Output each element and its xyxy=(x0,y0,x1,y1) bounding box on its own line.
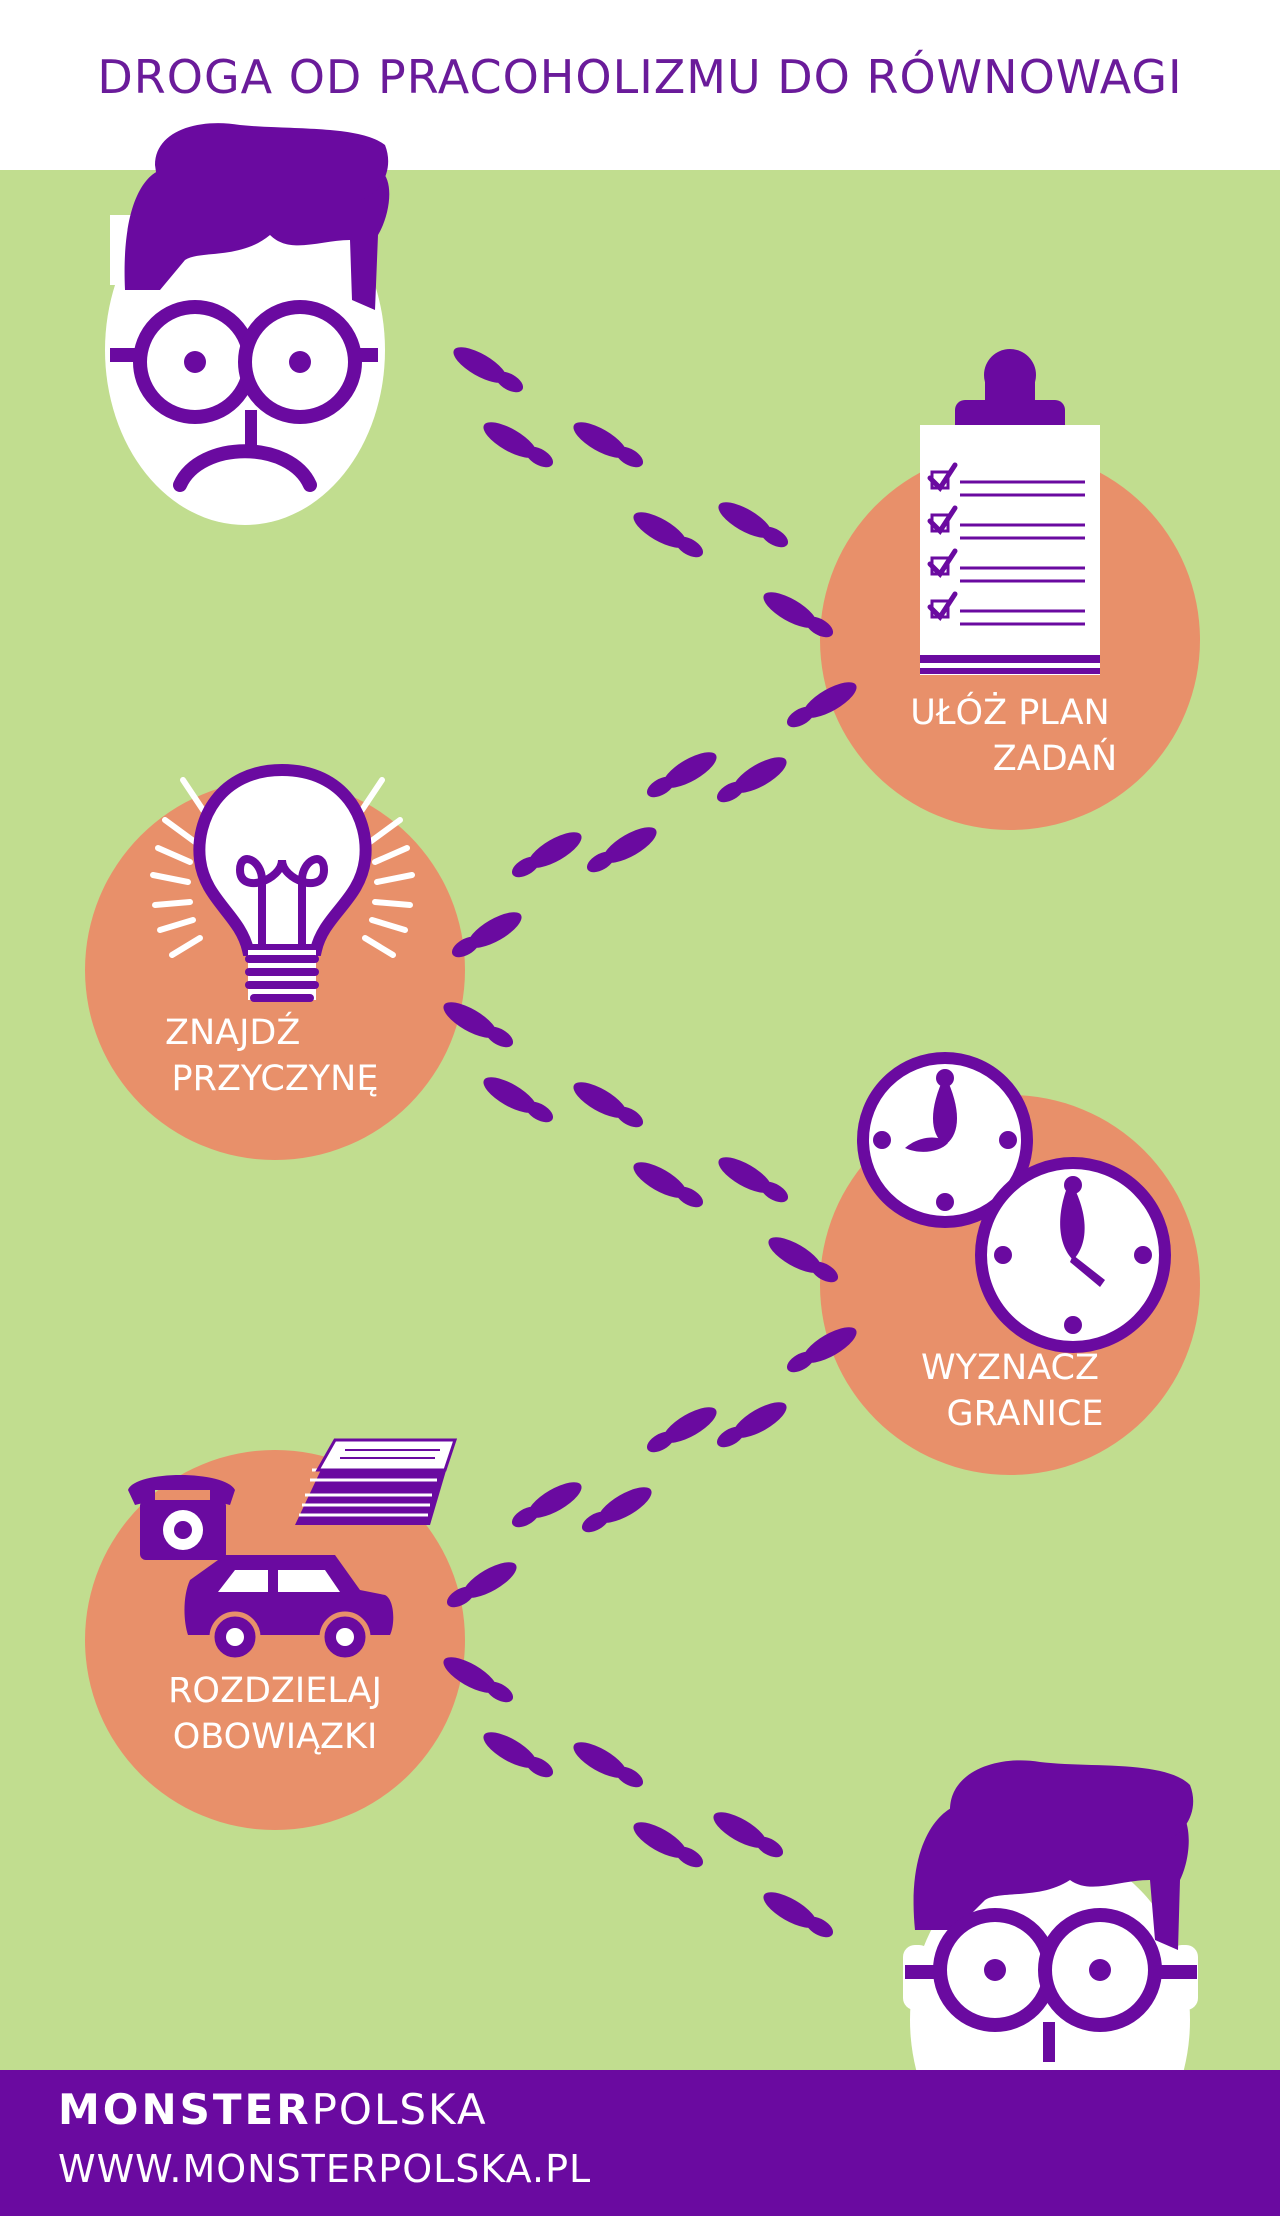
clipboard-checklist-icon xyxy=(920,349,1100,675)
step-label-line: ZNAJDŹ xyxy=(165,1013,301,1053)
step-label-line: UŁÓŻ PLAN xyxy=(910,693,1110,733)
page-title: DROGA OD PRACOHOLIZMU DO RÓWNOWAGI xyxy=(97,50,1183,104)
brand-light-text: POLSKA xyxy=(311,2085,488,2134)
step-label-cause: ZNAJDŹ PRZYCZYNĘ xyxy=(140,1010,410,1102)
brand-logo: MONSTERPOLSKA xyxy=(58,2085,488,2134)
sad-face-icon xyxy=(105,123,390,525)
step-label-line: PRZYCZYNĘ xyxy=(171,1059,379,1099)
brand-bold-text: MONSTER xyxy=(58,2085,312,2134)
footer xyxy=(0,2070,1280,2216)
footprints-path-1 xyxy=(448,340,838,645)
phone-car-papers-icon xyxy=(128,1438,458,1663)
step-label-line: ROZDZIELAJ xyxy=(168,1671,382,1711)
step-label-line: ZADAŃ xyxy=(992,739,1118,779)
step-label-delegate: ROZDZIELAJ OBOWIĄZKI xyxy=(130,1668,420,1760)
step-label-line: GRANICE xyxy=(946,1394,1104,1434)
papers-stack xyxy=(295,1438,458,1525)
lightbulb-icon xyxy=(150,763,415,1002)
step-label-limits: WYZNACZ GRANICE xyxy=(870,1345,1150,1437)
footprints-path-3 xyxy=(438,995,843,1290)
footprints-path-5 xyxy=(438,1650,838,1945)
step-label-plan: UŁÓŻ PLAN ZADAŃ xyxy=(860,690,1160,782)
clocks-icon xyxy=(857,1052,1171,1353)
footprints-path-4 xyxy=(442,1320,862,1615)
step-label-line: WYZNACZ xyxy=(921,1348,1099,1388)
step-label-line: OBOWIĄZKI xyxy=(172,1717,378,1757)
footprints-path-2 xyxy=(447,675,862,965)
website-url[interactable]: WWW.MONSTERPOLSKA.PL xyxy=(58,2147,592,2191)
